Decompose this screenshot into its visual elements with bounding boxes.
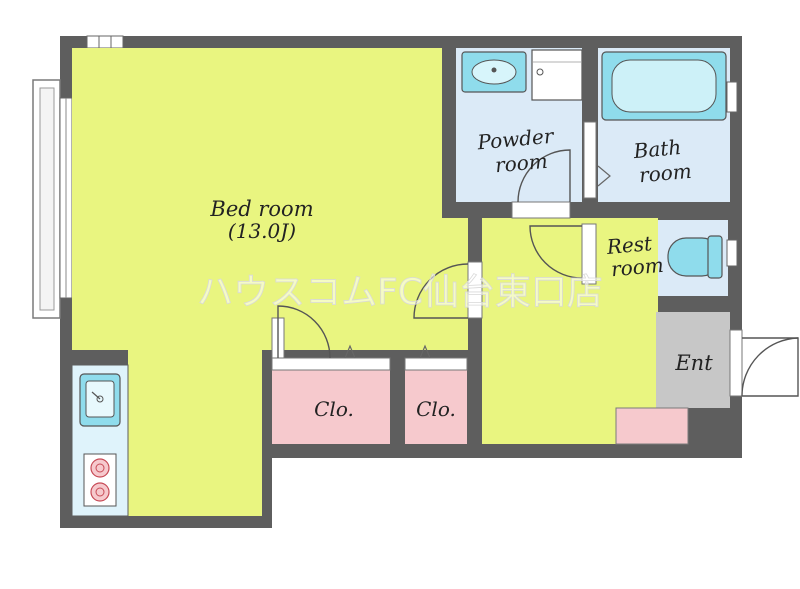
hall-upper bbox=[482, 218, 582, 308]
closet-left-label: Clo. bbox=[314, 397, 354, 421]
washing-machine-icon bbox=[531, 49, 583, 101]
bedroom-size-label: (13.0J) bbox=[228, 219, 296, 243]
doors bbox=[271, 149, 799, 397]
closet-left bbox=[272, 370, 390, 444]
bedroom-floor bbox=[72, 48, 468, 516]
watermark: ハウスコムFC仙台東口店 bbox=[197, 272, 603, 313]
rest-room-label-line1: Rest bbox=[605, 231, 654, 259]
bath-room bbox=[598, 48, 738, 202]
bath-room-label-line1: Bath bbox=[632, 135, 682, 163]
bath-folding-door bbox=[583, 121, 597, 199]
closet-right bbox=[405, 370, 467, 444]
balcony-window bbox=[32, 79, 73, 319]
powder-room-label-line2: room bbox=[494, 149, 549, 177]
rest-room-label-line2: room bbox=[610, 253, 665, 281]
bath-room-label-line2: room bbox=[638, 159, 693, 187]
powder-room bbox=[456, 48, 583, 202]
entrance-label: Ent bbox=[674, 351, 713, 375]
vent-top bbox=[86, 35, 124, 49]
stove-burner-icon bbox=[90, 458, 110, 478]
bedroom-label: Bed room bbox=[209, 197, 313, 221]
shoe-cabinet bbox=[615, 407, 689, 445]
stove-burner-icon bbox=[90, 482, 110, 502]
entrance-floor bbox=[656, 312, 730, 408]
closet-right-label: Clo. bbox=[416, 397, 456, 421]
kitchen bbox=[71, 364, 129, 517]
